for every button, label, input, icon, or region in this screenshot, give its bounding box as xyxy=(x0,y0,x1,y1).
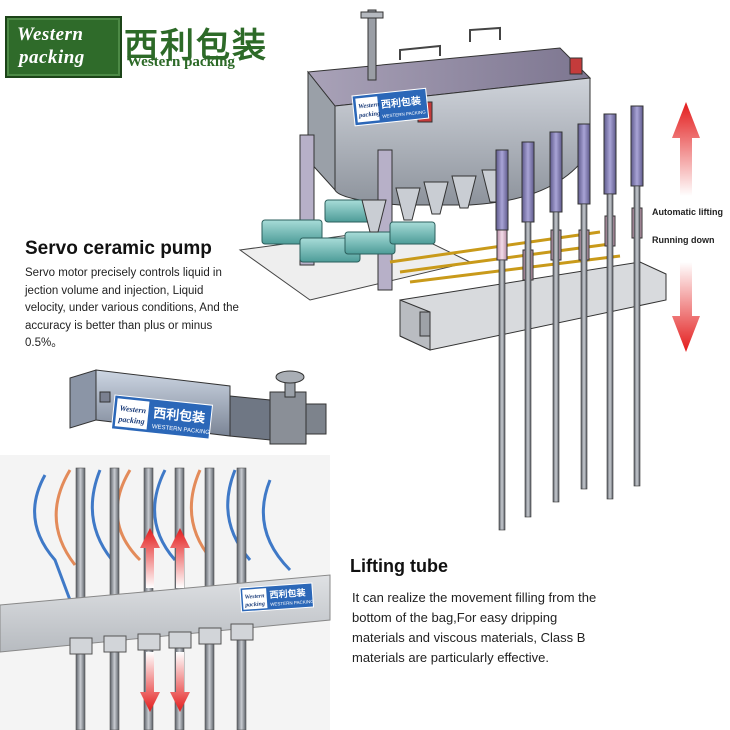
automatic-lifting-label: Automatic lifting xyxy=(652,207,723,217)
pump-badge-line1: Western xyxy=(119,404,147,416)
pump-badge-line2: packing xyxy=(117,414,145,426)
rail-badge-cn: 西利包装 xyxy=(269,586,307,601)
logo-chinese-name: 西利包装 xyxy=(124,26,268,66)
lift-direction-arrows xyxy=(672,102,700,352)
running-down-label: Running down xyxy=(652,235,715,245)
lift-up-arrow-1 xyxy=(140,528,160,588)
lift-up-arrow-2 xyxy=(170,528,190,588)
servo-pump-illustration: Western packing 西利包装 WESTERN PACKING xyxy=(69,369,327,445)
tank-badge-en: WESTERN PACKING xyxy=(382,109,426,119)
rail-badge-line2: packing xyxy=(244,601,265,608)
run-down-arrow-2 xyxy=(170,652,190,712)
filling-machine-illustration xyxy=(238,9,667,351)
servo-pump-title: Servo ceramic pump xyxy=(25,238,212,259)
tank-badge-line1: Western xyxy=(358,101,381,110)
rail-badge-en: WESTERN PACKING xyxy=(270,599,314,607)
tank-brand-badge xyxy=(351,87,430,127)
lifting-tubes-top xyxy=(495,105,644,531)
tank-badge-line2: packing xyxy=(358,110,382,119)
lifting-tube-title: Lifting tube xyxy=(350,556,448,576)
lifting-tube-description: It can realize the movement filling from… xyxy=(352,590,597,665)
tank-badge-cn: 西利包装 xyxy=(380,94,421,111)
pump-block-row xyxy=(261,199,436,263)
servo-pump-description: Servo motor precisely controls liquid in… xyxy=(25,267,239,349)
pump-brand-badge: Western packing 西利包装 WESTERN PACKING xyxy=(110,394,214,440)
run-down-arrow-1 xyxy=(140,652,160,712)
brand-logo-badge: Western packing xyxy=(5,16,122,78)
logo-english-name: Western packing xyxy=(127,54,235,70)
rail-badge-line1: Western xyxy=(244,593,265,600)
lifting-tube-illustration: Western packing 西利包装 WESTERN PACKING xyxy=(0,455,331,730)
logo-line-2: packing xyxy=(19,47,85,68)
rail-brand-badge: Western packing 西利包装 WESTERN PACKING xyxy=(239,582,314,613)
pump-badge-cn: 西利包装 xyxy=(152,405,205,426)
logo-line-1: Western xyxy=(17,24,84,45)
